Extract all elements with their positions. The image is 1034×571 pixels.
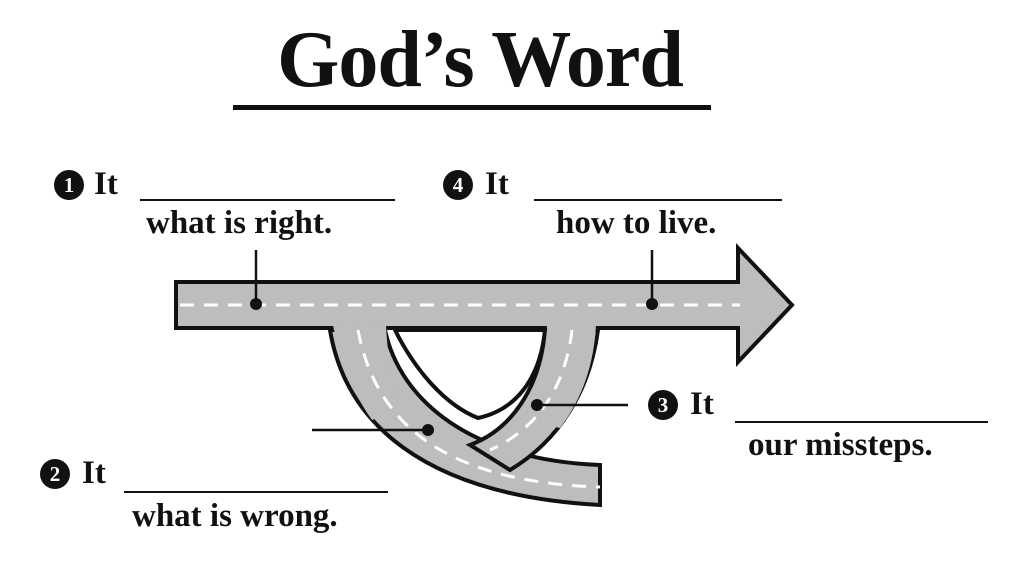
callout-dot-1 xyxy=(250,298,262,310)
item-4-blank xyxy=(534,199,782,201)
badge-1: 1 xyxy=(54,170,84,200)
item-1-blank xyxy=(140,199,395,201)
badge-4: 4 xyxy=(443,170,473,200)
item-1-answer: what is right. xyxy=(146,205,333,241)
badge-3: 3 xyxy=(648,390,678,420)
callout-dot-4 xyxy=(646,298,658,310)
item-3-prefix: It xyxy=(690,386,714,422)
item-2-answer: what is wrong. xyxy=(132,498,338,534)
item-2-prefix: It xyxy=(82,455,106,491)
badge-2: 2 xyxy=(40,459,70,489)
item-2-blank xyxy=(124,491,388,493)
page-title: God’s Word xyxy=(277,16,684,104)
item-3-blank xyxy=(735,421,988,423)
callout-dot-3 xyxy=(531,399,543,411)
title-underline xyxy=(233,105,711,110)
callout-dot-2 xyxy=(422,424,434,436)
road-branch-wrong xyxy=(327,328,602,508)
item-3-answer: our missteps. xyxy=(748,427,933,463)
item-1-prefix: It xyxy=(94,166,118,202)
item-4-answer: how to live. xyxy=(556,205,717,241)
road-main-arrow xyxy=(174,242,795,368)
lane-branch-wrong xyxy=(356,329,601,489)
item-4-prefix: It xyxy=(485,166,509,202)
road-gap xyxy=(391,328,548,421)
